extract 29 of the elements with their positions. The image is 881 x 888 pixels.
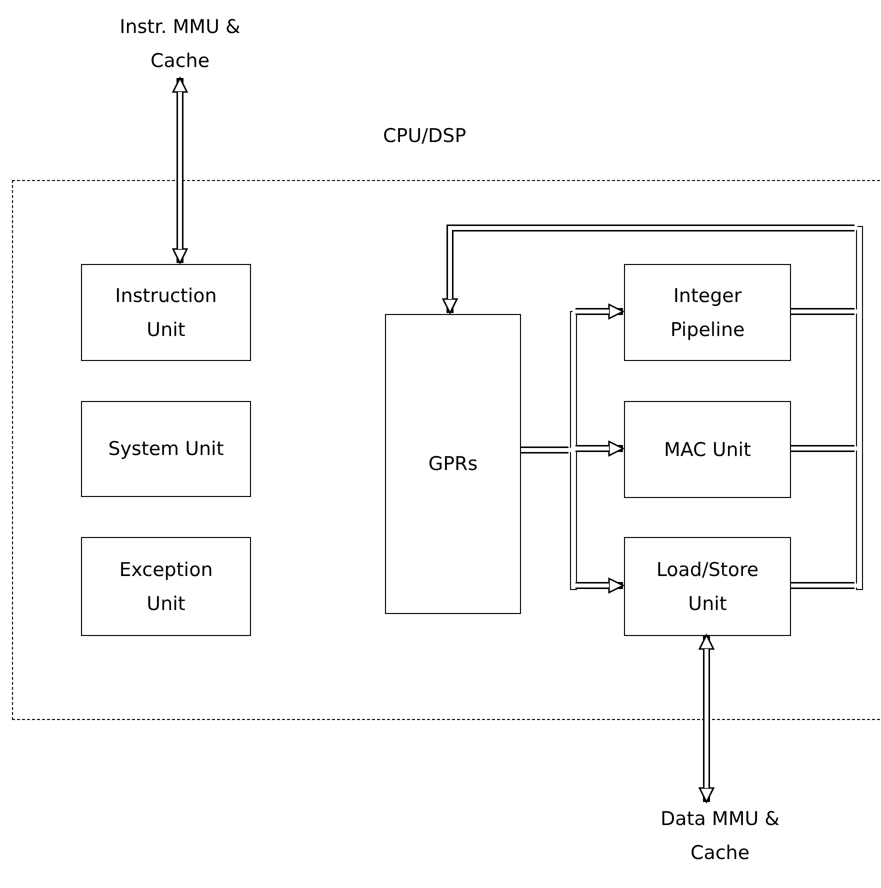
- double-line-arrow: [442, 224, 854, 314]
- unit-box: [81, 264, 251, 361]
- double-line-arrow: [576, 440, 624, 456]
- unit-label: GPRs: [427, 452, 479, 477]
- double-line-arrow: [576, 578, 624, 594]
- unit-label: System Unit: [107, 437, 225, 462]
- double-line: [520, 446, 568, 454]
- unit-box: [385, 314, 521, 614]
- unit-label: Instruction Unit: [114, 284, 218, 342]
- unit-box: [624, 401, 791, 498]
- unit-label: Load/Store Unit: [655, 558, 760, 616]
- unit-label: Exception Unit: [118, 558, 214, 616]
- unit-box: [81, 401, 251, 497]
- memory-label: Instr. MMU & Cache: [118, 15, 242, 74]
- bus-bar: [856, 226, 862, 590]
- double-line-arrow: [172, 77, 188, 264]
- unit-label: MAC Unit: [662, 438, 752, 462]
- group-title: CPU/DSP: [383, 124, 466, 149]
- unit-box: [624, 264, 791, 361]
- unit-box: [81, 537, 251, 636]
- unit-box: [624, 537, 791, 636]
- memory-label: Data MMU & Cache: [660, 807, 780, 866]
- double-line: [790, 445, 854, 452]
- double-line-arrow: [576, 304, 624, 320]
- double-line-arrow: [698, 634, 714, 803]
- double-line: [790, 582, 854, 589]
- bus-bar: [570, 310, 576, 590]
- double-line: [790, 308, 854, 315]
- unit-label: Integer Pipeline: [669, 284, 746, 342]
